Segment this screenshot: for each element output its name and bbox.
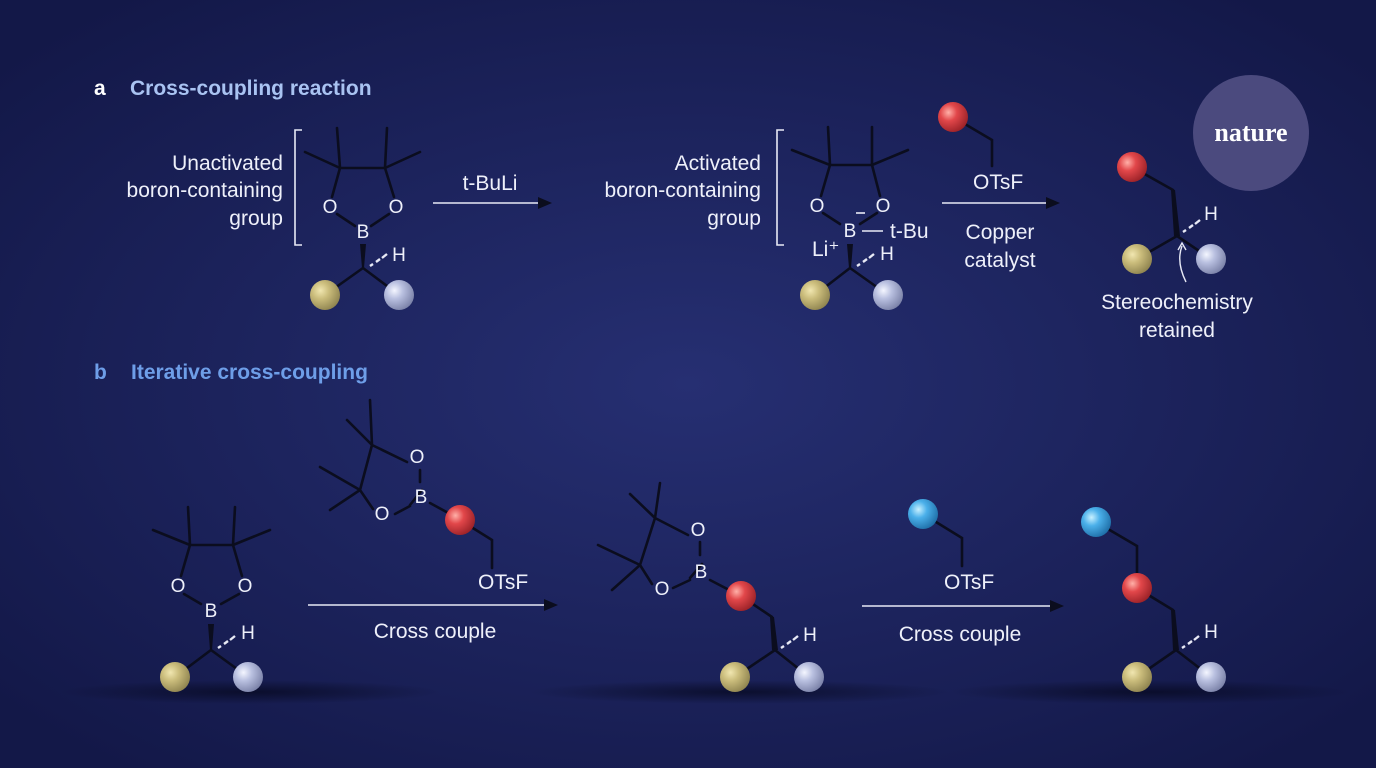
- svg-text:B: B: [357, 222, 370, 243]
- unactivated-label: Unactivated: [172, 152, 283, 175]
- svg-text:O: O: [171, 576, 186, 597]
- nature-logo: nature: [1193, 75, 1309, 191]
- panel-b-letter: b: [94, 361, 107, 384]
- panel-b-title: Iterative cross-coupling: [131, 361, 368, 384]
- svg-text:OTsF: OTsF: [478, 571, 528, 594]
- svg-text:O: O: [655, 579, 670, 600]
- svg-text:O: O: [389, 197, 404, 218]
- shadow: [60, 680, 440, 704]
- activated-boronate: O O B t-Bu Li⁺ H: [776, 125, 929, 310]
- activated-label: group: [707, 207, 761, 230]
- svg-text:H: H: [392, 245, 406, 266]
- unactivated-label: group: [229, 207, 283, 230]
- svg-text:O: O: [323, 197, 338, 218]
- unactivated-label: boron-containing: [127, 179, 283, 202]
- svg-text:H: H: [1204, 204, 1218, 225]
- svg-text:H: H: [241, 623, 255, 644]
- stereochemistry-note: retained: [1139, 319, 1215, 342]
- panel-a-letter: a: [94, 77, 106, 100]
- li-counterion: Li⁺: [812, 238, 839, 261]
- svg-text:H: H: [1204, 622, 1218, 643]
- activated-label: boron-containing: [605, 179, 761, 202]
- boryl-otsf-reagent: O O B OTsF: [318, 398, 528, 594]
- catalyst-label: catalyst: [964, 249, 1035, 272]
- intermediate-boronate: O O B H: [596, 481, 824, 692]
- product-b: H: [1081, 507, 1226, 692]
- panel-a-title: Cross-coupling reaction: [130, 77, 372, 100]
- shadow: [530, 680, 950, 704]
- otsf-reagent-a: OTsF: [938, 102, 1023, 194]
- yellow-substituent: [310, 280, 340, 310]
- svg-text:B: B: [695, 562, 708, 583]
- svg-text:O: O: [810, 196, 825, 217]
- svg-text:B: B: [844, 221, 857, 242]
- blue-otsf-reagent: OTsF: [908, 499, 994, 594]
- product-a: H: [1117, 152, 1226, 283]
- cross-couple-label-2: Cross couple: [899, 623, 1022, 646]
- svg-text:B: B: [205, 601, 218, 622]
- svg-text:OTsF: OTsF: [944, 571, 994, 594]
- svg-text:B: B: [415, 487, 428, 508]
- cross-couple-label-1: Cross couple: [374, 620, 497, 643]
- catalyst-label: Copper: [966, 221, 1035, 244]
- logo-text: nature: [1214, 118, 1287, 147]
- svg-text:O: O: [876, 196, 891, 217]
- unactivated-boronate: O O B H: [294, 126, 422, 310]
- svg-text:O: O: [410, 447, 425, 468]
- svg-text:O: O: [375, 504, 390, 525]
- svg-text:OTsF: OTsF: [973, 171, 1023, 194]
- tbuli-reagent: t-BuLi: [463, 172, 518, 195]
- bracket: [294, 129, 302, 246]
- starting-boronate: O O B H: [151, 505, 272, 692]
- lavender-substituent: [384, 280, 414, 310]
- tbu-group: t-Bu: [890, 220, 929, 243]
- shadow: [950, 680, 1350, 704]
- stereochemistry-note: Stereochemistry: [1101, 291, 1253, 314]
- bracket: [776, 129, 784, 246]
- svg-text:O: O: [238, 576, 253, 597]
- activated-label: Activated: [675, 152, 761, 175]
- svg-text:H: H: [803, 625, 817, 646]
- svg-text:H: H: [880, 244, 894, 265]
- svg-text:O: O: [691, 520, 706, 541]
